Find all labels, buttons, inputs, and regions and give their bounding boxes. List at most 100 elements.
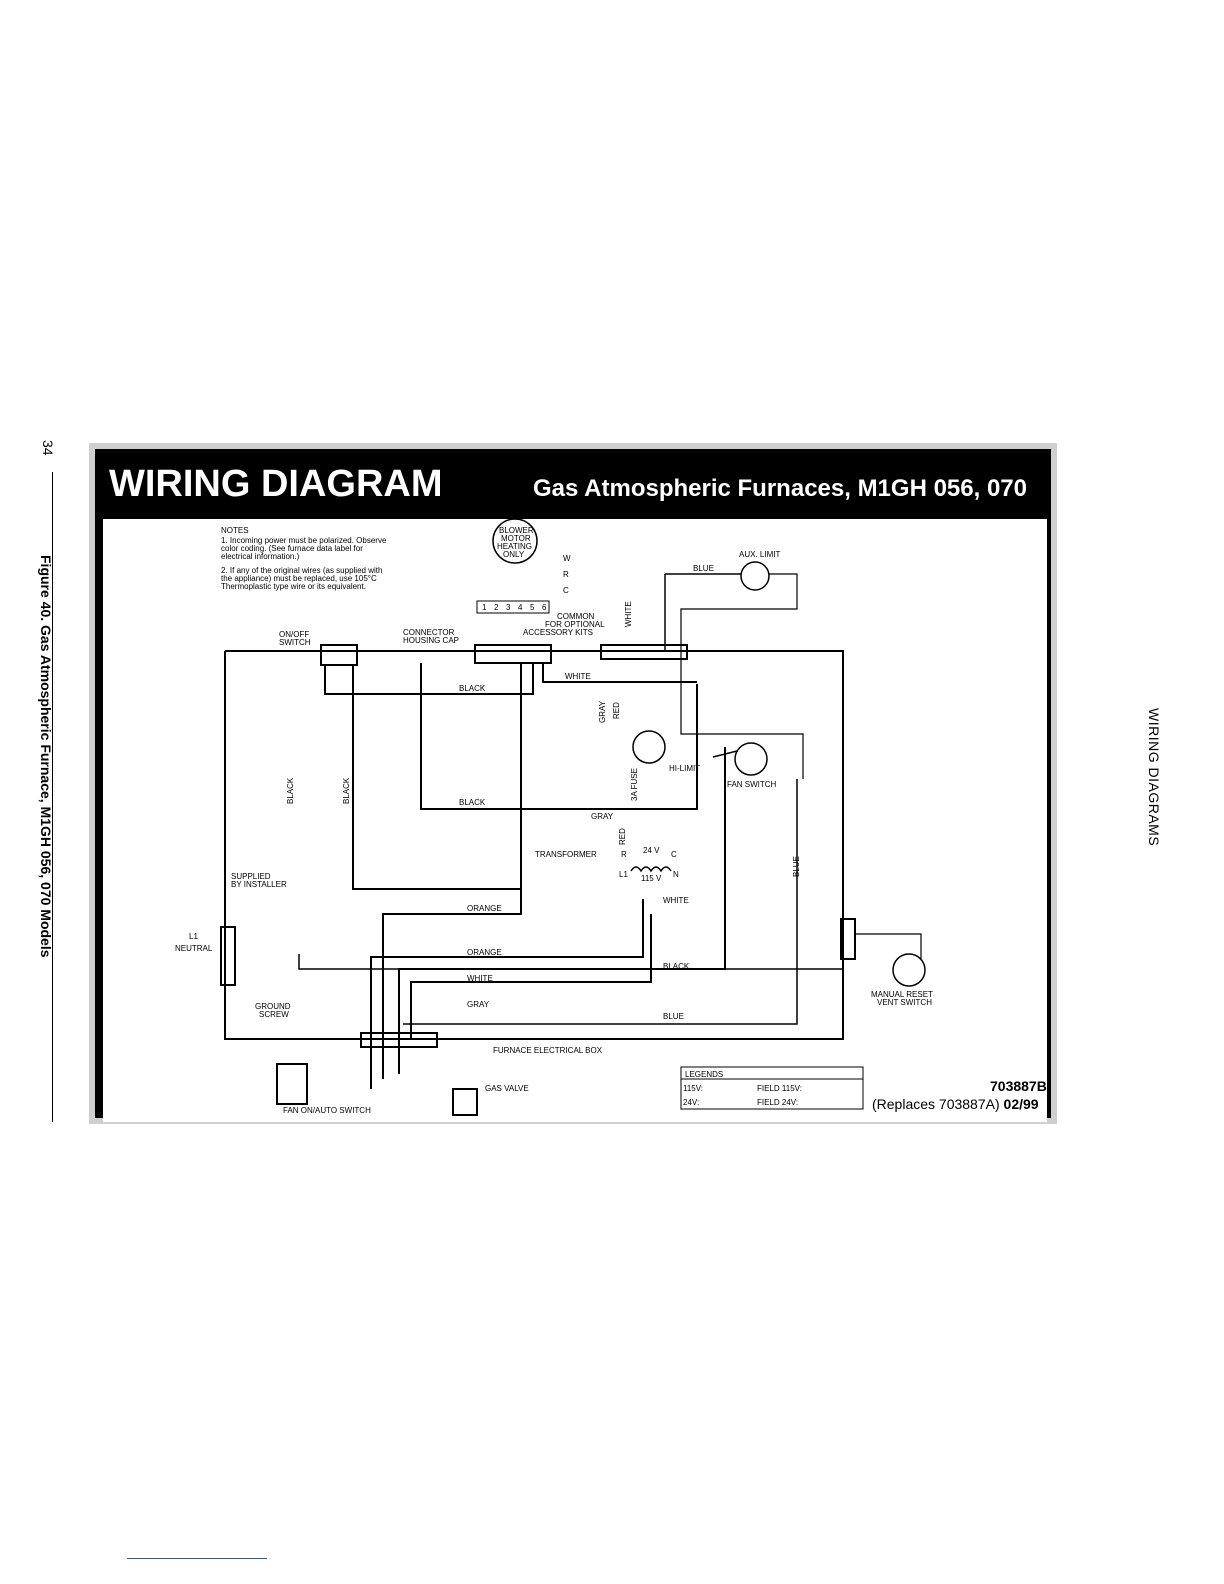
wire-label-white-2: WHITE	[663, 896, 689, 905]
wire-label-orange-2: ORANGE	[467, 948, 502, 957]
wire-label-red-2: RED	[618, 828, 627, 845]
notes-line-4: 2. If any of the original wires (as supp…	[221, 566, 382, 575]
legend-title: LEGENDS	[685, 1070, 723, 1079]
wire-label-black-vert-1: BLACK	[286, 777, 295, 804]
common-label-2: FOR OPTIONAL	[545, 620, 605, 629]
wire-label-gray-2: GRAY	[467, 1000, 490, 1009]
wire-label-blue-vert: BLUE	[792, 856, 801, 877]
box-connector-bottom	[360, 1032, 438, 1048]
transformer-115v: 115 V	[641, 874, 662, 883]
document-number: 703887B	[990, 1078, 1047, 1094]
main-loop-wire	[224, 650, 844, 1040]
blower-label-3: HEATING	[497, 542, 532, 551]
blue-wire-right	[403, 779, 798, 1025]
transformer-r: R	[621, 850, 627, 859]
pin-1: 1	[482, 603, 487, 612]
connector-label-1: CONNECTOR	[403, 628, 455, 637]
left-margin: 34	[18, 440, 58, 1130]
notes-line-3: electrical information.)	[221, 552, 300, 561]
aux-limit-label: AUX. LIMIT	[739, 550, 780, 559]
diagram-frame: WIRING DIAGRAM Gas Atmospheric Furnaces,…	[95, 449, 1051, 1122]
transformer-c: C	[671, 850, 677, 859]
orange-wire-1	[382, 889, 522, 1079]
furnace-box-label: FURNACE ELECTRICAL BOX	[493, 1046, 603, 1055]
blower-label-1: BLOWER	[499, 526, 534, 535]
wire-label-red-vert: RED	[612, 702, 621, 719]
transformer-24v: 24 V	[643, 846, 660, 855]
wire-label-white-3: WHITE	[467, 974, 493, 983]
ground-label-1: GROUND	[255, 1002, 291, 1011]
diagram-title: WIRING DIAGRAM	[109, 463, 443, 505]
box-connector-top	[600, 644, 688, 660]
wire-label-white: WHITE	[565, 672, 591, 681]
blower-label-4: ONLY	[503, 550, 525, 559]
on-off-label-1: ON/OFF	[279, 630, 309, 639]
pin-4: 4	[518, 603, 523, 612]
on-off-switch-body	[320, 644, 358, 666]
white-wire-2	[410, 914, 652, 1039]
fan-on-auto-switch-body	[276, 1063, 308, 1105]
transformer-l1: L1	[619, 870, 628, 879]
orange-wire-2	[370, 899, 644, 1089]
black-wire-3	[420, 663, 698, 810]
gas-valve-body	[452, 1088, 478, 1116]
replaces-text: (Replaces 703887A)	[872, 1096, 1000, 1112]
aux-limit-lead-2	[680, 573, 804, 779]
margin-rule	[52, 472, 53, 1122]
manual-reset-label-2: VENT SWITCH	[877, 998, 932, 1007]
terminal-r: R	[563, 570, 569, 579]
pin-2: 2	[494, 603, 499, 612]
manual-reset-label-1: MANUAL RESET	[871, 990, 933, 999]
wire-label-blue-2: BLUE	[663, 1012, 684, 1021]
common-label-1: COMMON	[557, 612, 595, 621]
terminal-c: C	[563, 586, 569, 595]
transformer-coil	[630, 866, 672, 873]
notes-heading: NOTES	[221, 526, 249, 535]
wire-label-orange-1: ORANGE	[467, 904, 502, 913]
vent-switch-connector	[840, 918, 856, 960]
wire-label-black-vert-2: BLACK	[342, 777, 351, 804]
supplied-label-2: BY INSTALLER	[231, 880, 287, 889]
wiring-schematic: NOTES 1. Incoming power must be polarize…	[103, 519, 1047, 1122]
legend-box	[680, 1066, 864, 1110]
hi-limit-circle	[632, 730, 666, 764]
hi-limit-label: HI-LIMIT	[669, 764, 700, 773]
wire-label-black-1: BLACK	[459, 684, 486, 693]
vent-switch-lead	[855, 933, 922, 959]
transformer-n: N	[673, 870, 679, 879]
black-wire-1	[324, 663, 534, 695]
legend-field-115v: FIELD 115V:	[757, 1084, 802, 1093]
wire-label-blue-top: BLUE	[693, 564, 714, 573]
terminal-w: W	[563, 554, 571, 563]
white-wire-1	[542, 663, 697, 683]
supplied-label-1: SUPPLIED	[231, 872, 271, 881]
revision-date: 02/99	[1003, 1096, 1039, 1112]
fuse-label: 3A FUSE	[630, 768, 639, 801]
neutral-line	[298, 954, 843, 970]
fan-on-auto-label: FAN ON/AUTO SWITCH	[283, 1106, 371, 1115]
transformer-label: TRANSFORMER	[535, 850, 597, 859]
gas-valve-label: GAS VALVE	[485, 1084, 529, 1093]
black-wire-4	[398, 747, 726, 1074]
diagram-subtitle: Gas Atmospheric Furnaces, M1GH 056, 070	[533, 475, 1027, 502]
schematic-svg: NOTES 1. Incoming power must be polarize…	[175, 519, 933, 1116]
fan-switch-label: FAN SWITCH	[727, 780, 777, 789]
wire-label-black-2: BLACK	[459, 798, 486, 807]
aux-limit-circle	[740, 561, 770, 591]
notes-line-1: 1. Incoming power must be polarized. Obs…	[221, 536, 387, 545]
wire-label-white-vert: WHITE	[624, 601, 633, 627]
manual-reset-circle	[892, 953, 926, 987]
legend-field-24v: FIELD 24V:	[757, 1098, 798, 1107]
wire-label-gray-vert: GRAY	[598, 700, 607, 723]
blower-label-2: MOTOR	[501, 534, 531, 543]
replaces-note: (Replaces 703887A) 02/99	[872, 1096, 1039, 1112]
blower-motor-circle	[492, 519, 538, 564]
on-off-label-2: SWITCH	[279, 638, 311, 647]
pin-3: 3	[506, 603, 511, 612]
input-terminal-block	[220, 926, 236, 986]
neutral-label: NEUTRAL	[175, 944, 213, 953]
fan-switch-circle	[734, 742, 768, 776]
pin-5: 5	[530, 603, 535, 612]
black-wire-2	[352, 663, 522, 890]
diagram-panel: WIRING DIAGRAM Gas Atmospheric Furnaces,…	[89, 443, 1057, 1124]
